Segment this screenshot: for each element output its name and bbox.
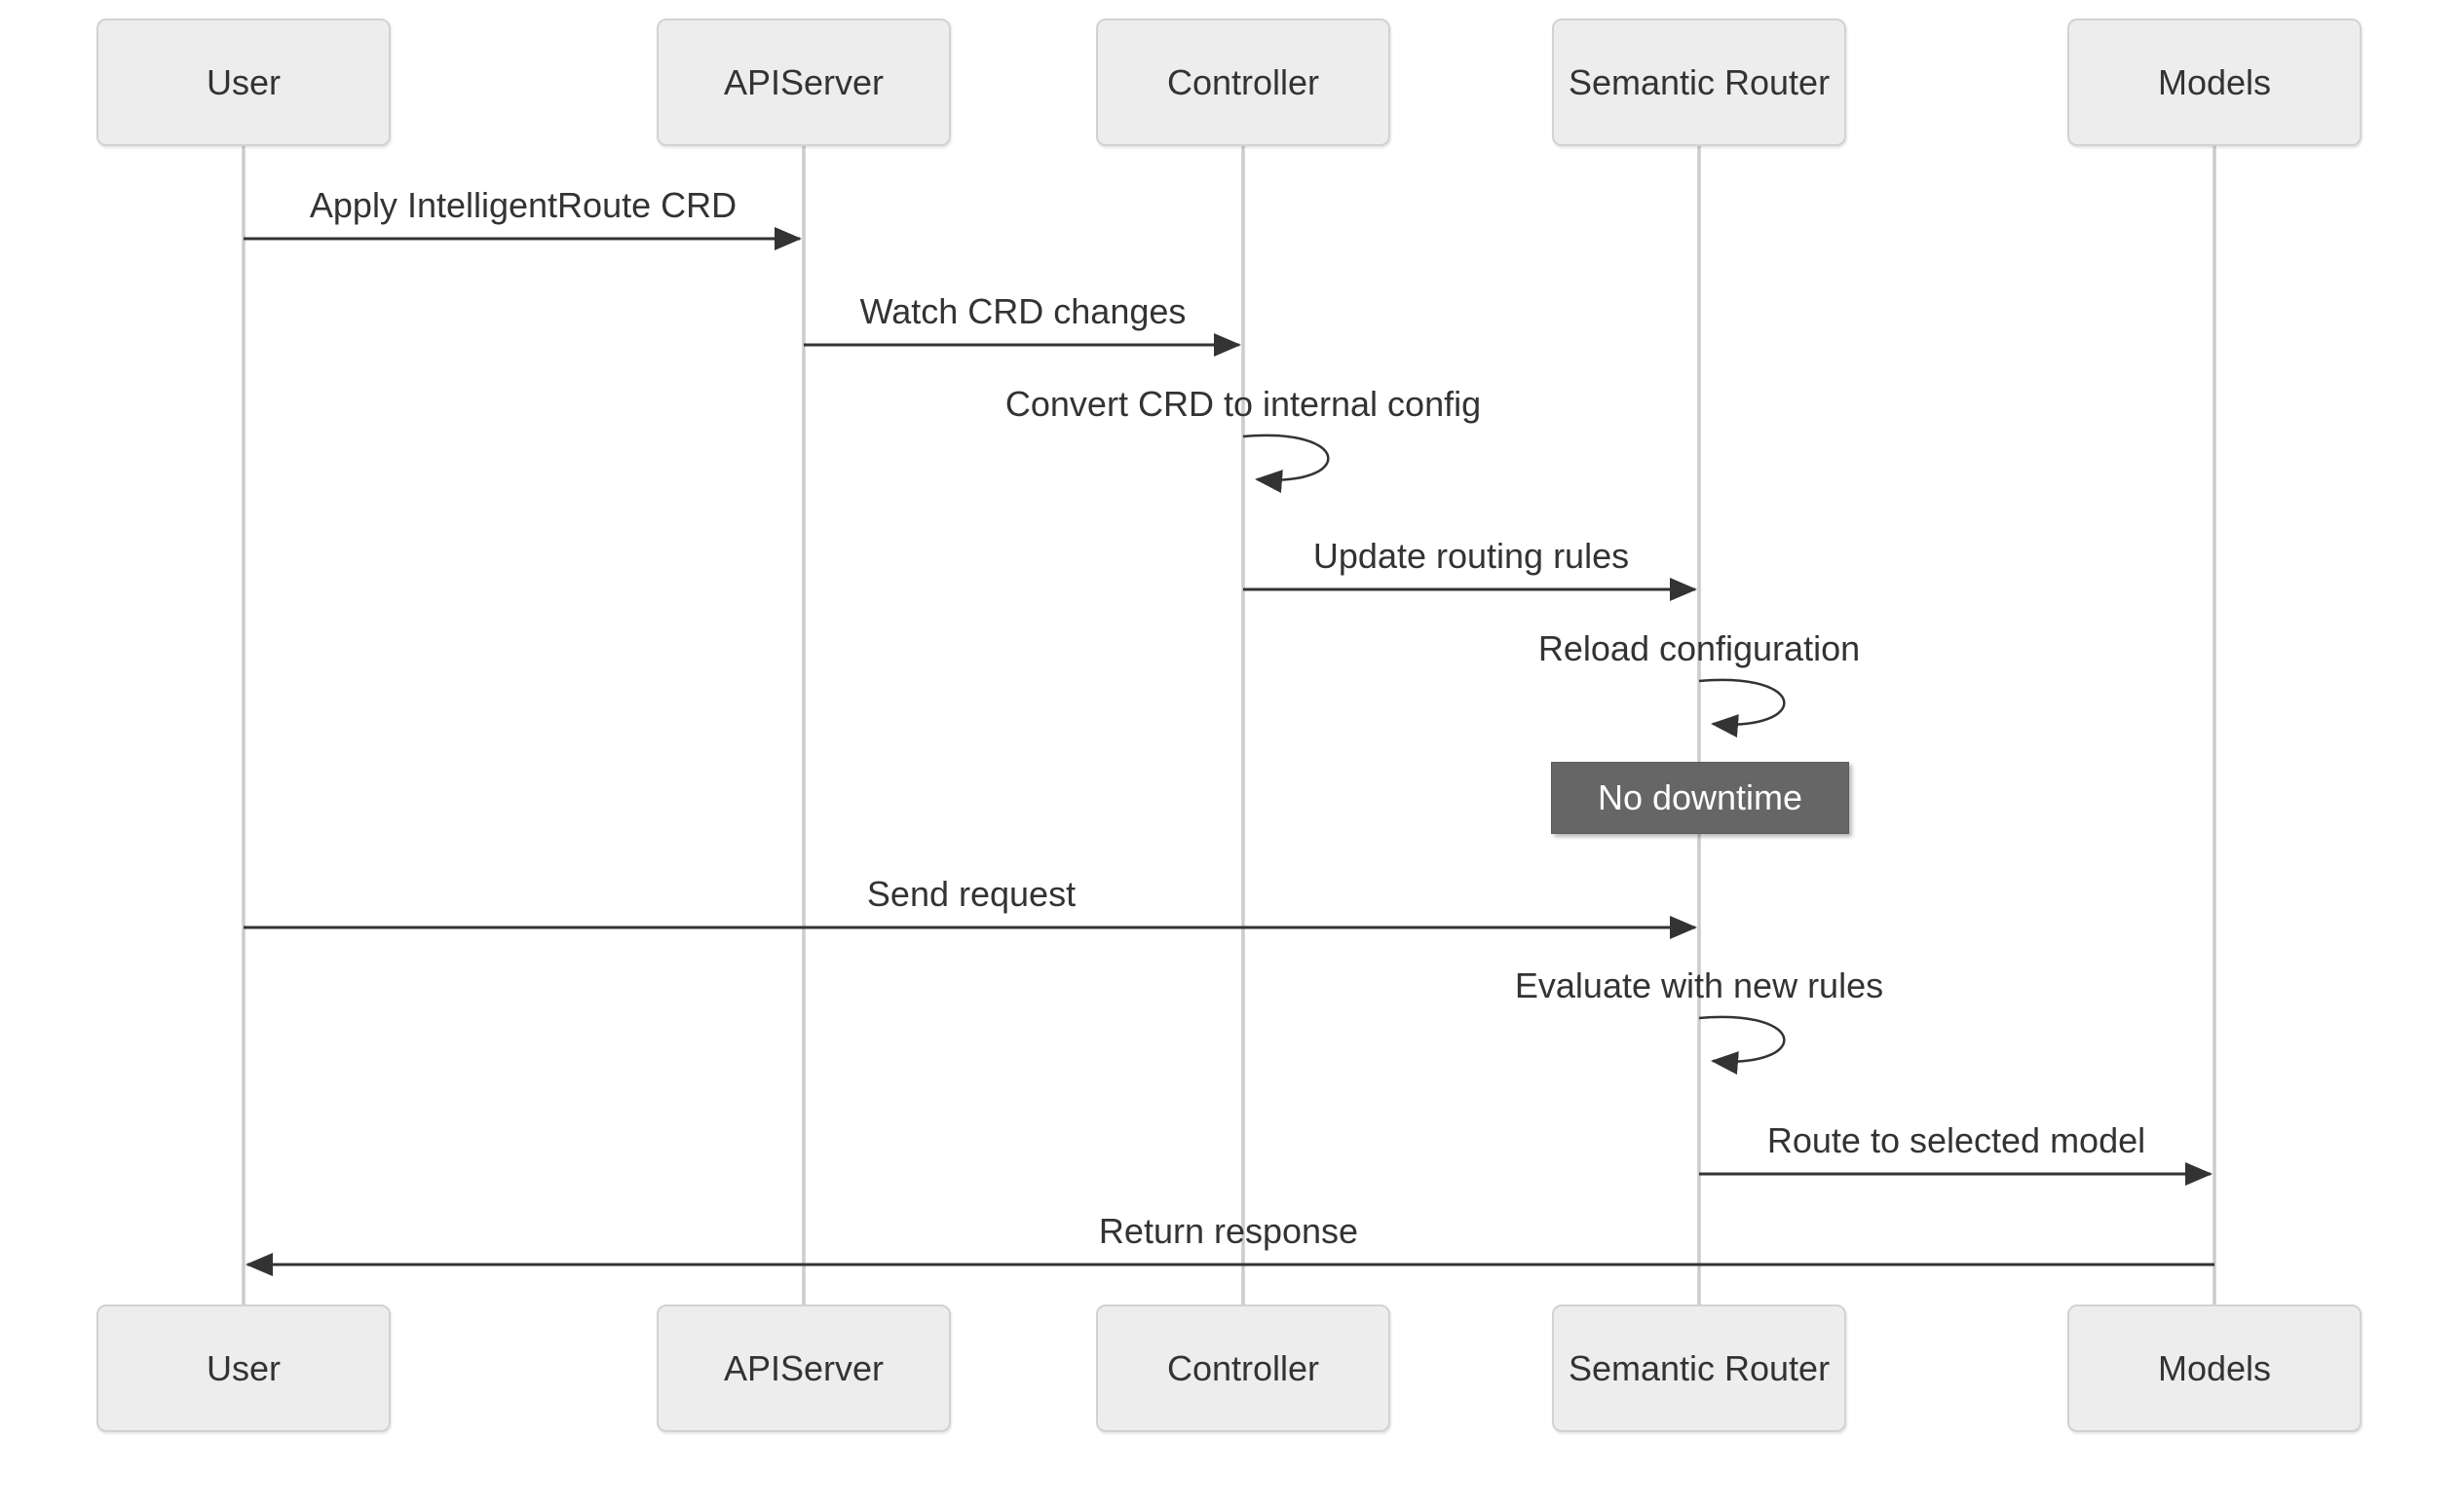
message-label-evaluate-new-rules: Evaluate with new rules	[1514, 964, 1884, 1005]
actor-box-apiserver-top: APIServer	[657, 19, 951, 146]
message-label-send-request: Send request	[866, 873, 1077, 914]
selfloop-evaluate-new-rules	[1698, 1015, 1786, 1076]
message-label-apply-intelligentroute-crd: Apply IntelligentRoute CRD	[309, 184, 738, 225]
actor-box-models-top: Models	[2067, 19, 2362, 146]
actor-box-models-bottom: Models	[2067, 1304, 2362, 1432]
message-label-return-response: Return response	[1098, 1210, 1359, 1251]
message-label-reload-configuration: Reload configuration	[1537, 627, 1861, 668]
actor-box-apiserver-bottom: APIServer	[657, 1304, 951, 1432]
selfloop-convert-crd	[1242, 434, 1330, 494]
message-label-watch-crd-changes: Watch CRD changes	[859, 290, 1187, 331]
actor-box-user-top: User	[96, 19, 391, 146]
actor-box-controller-bottom: Controller	[1096, 1304, 1390, 1432]
actor-box-semantic-router-top: Semantic Router	[1552, 19, 1846, 146]
selfloop-reload-configuration	[1698, 678, 1786, 738]
note-no-downtime: No downtime	[1551, 762, 1849, 834]
actor-box-controller-top: Controller	[1096, 19, 1390, 146]
message-label-convert-crd: Convert CRD to internal config	[1004, 383, 1482, 424]
message-label-update-routing-rules: Update routing rules	[1312, 535, 1630, 576]
actor-box-user-bottom: User	[96, 1304, 391, 1432]
message-label-route-to-selected-model: Route to selected model	[1766, 1119, 2146, 1160]
actor-box-semantic-router-bottom: Semantic Router	[1552, 1304, 1846, 1432]
